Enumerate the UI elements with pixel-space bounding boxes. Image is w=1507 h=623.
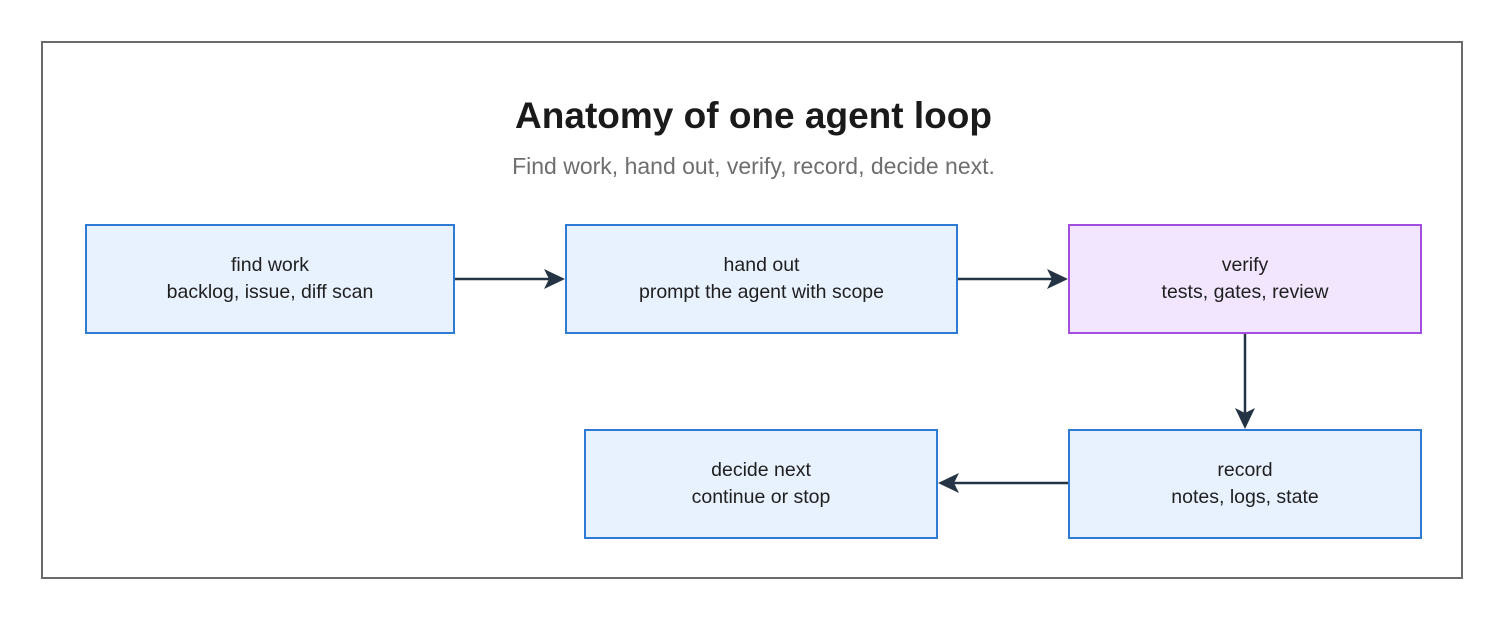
node-find-work-detail: backlog, issue, diff scan — [166, 281, 374, 303]
edge-record-to-decide-next — [938, 473, 1069, 493]
diagram-title: Anatomy of one agent loop — [515, 95, 992, 136]
node-decide-next-label: decide next — [711, 459, 811, 481]
node-hand-out-label: hand out — [723, 254, 800, 276]
node-find-work-label: find work — [230, 254, 310, 276]
edge-find-work-to-hand-out — [455, 269, 565, 289]
edge-hand-out-to-verify — [958, 269, 1068, 289]
node-record-detail: notes, logs, state — [1171, 486, 1319, 508]
node-find-work: find work backlog, issue, diff scan — [85, 224, 455, 334]
node-verify-label: verify — [1221, 254, 1269, 276]
edge-verify-to-record — [1235, 333, 1255, 429]
node-hand-out: hand out prompt the agent with scope — [565, 224, 958, 334]
node-record: record notes, logs, state — [1068, 429, 1422, 539]
node-verify: verify tests, gates, review — [1068, 224, 1422, 334]
node-verify-detail: tests, gates, review — [1161, 281, 1329, 303]
diagram-subtitle: Find work, hand out, verify, record, dec… — [512, 153, 995, 179]
node-decide-next-detail: continue or stop — [691, 486, 831, 508]
node-record-label: record — [1217, 459, 1273, 481]
node-decide-next: decide next continue or stop — [584, 429, 938, 539]
node-hand-out-detail: prompt the agent with scope — [639, 281, 884, 303]
